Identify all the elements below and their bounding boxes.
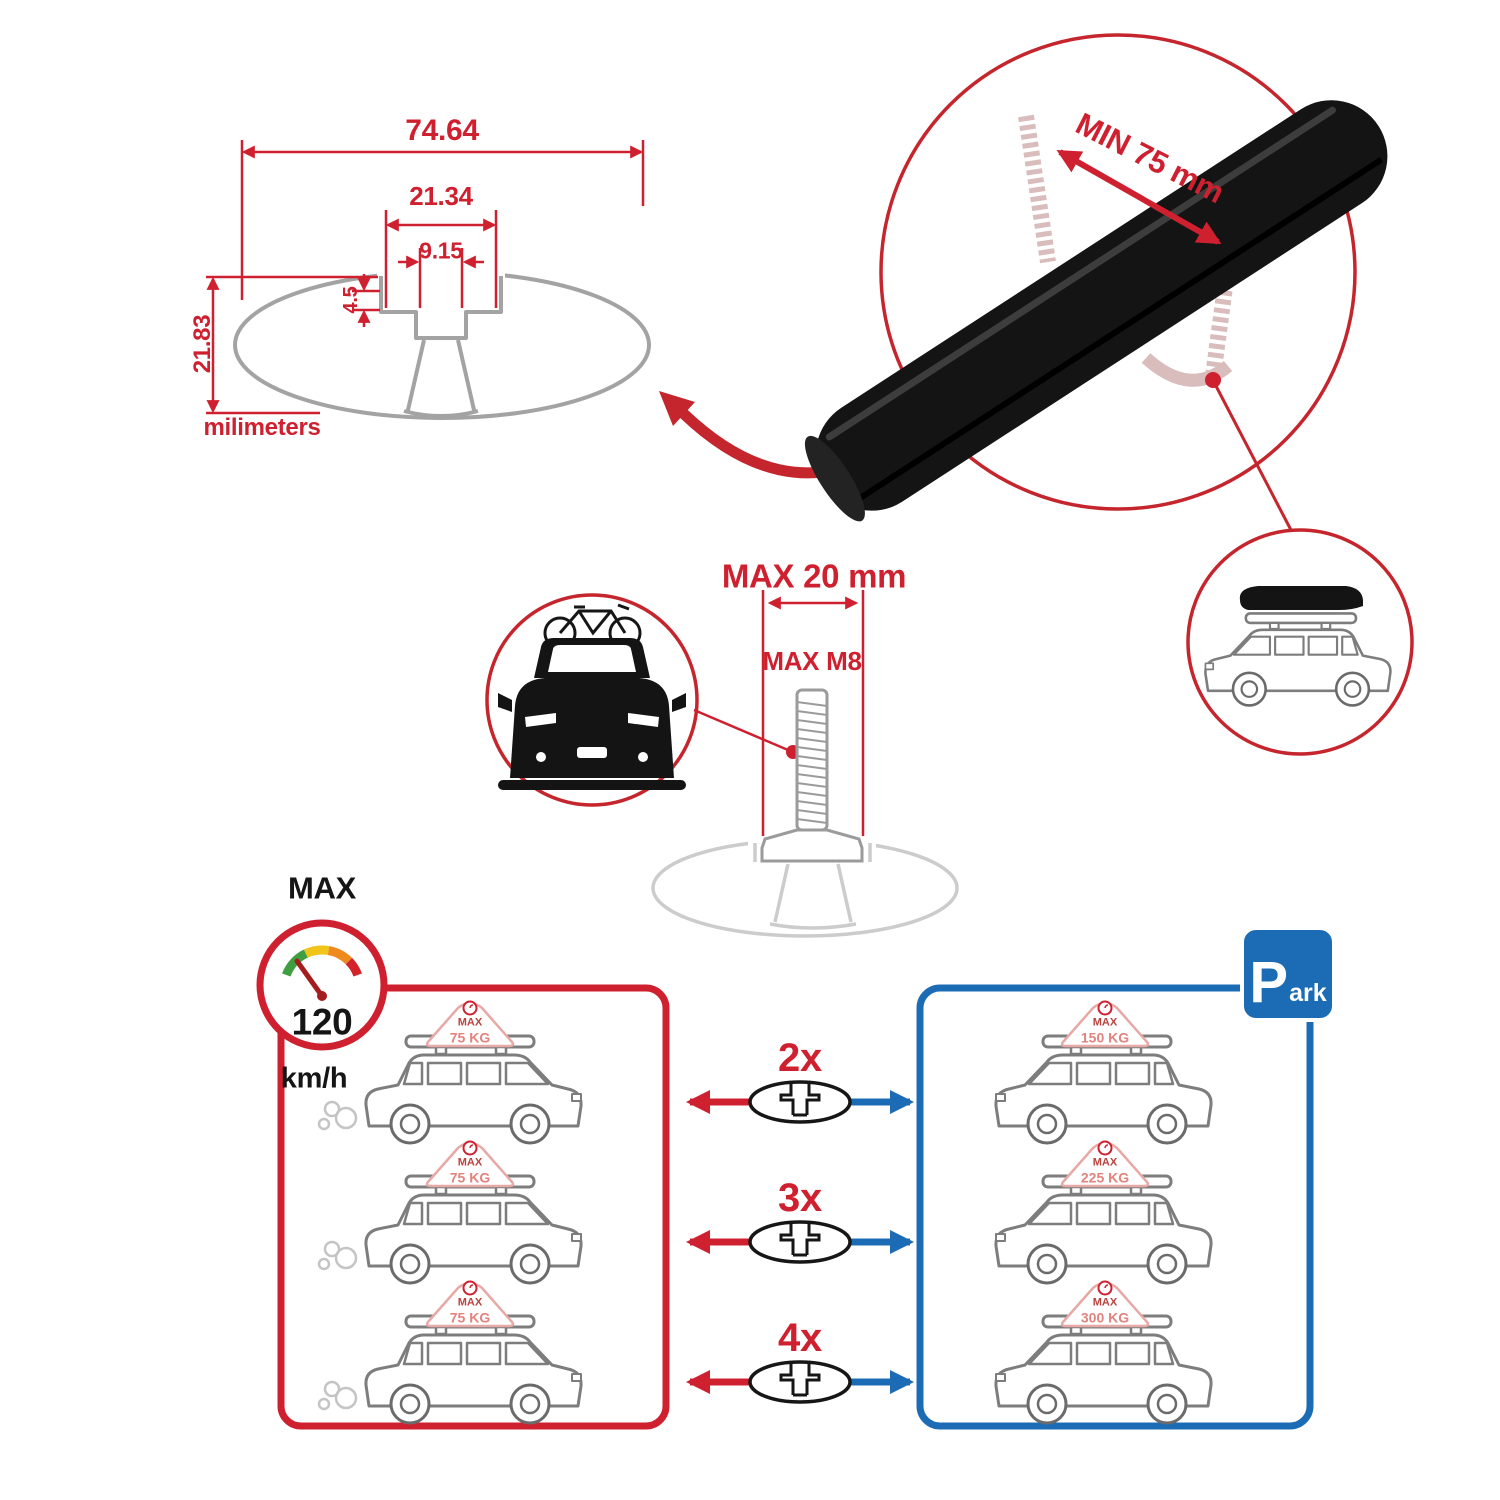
crossbar-oval-icon	[748, 1080, 852, 1124]
crossbar-oval-icon	[748, 1360, 852, 1404]
speed-value: 120	[291, 1001, 353, 1043]
cross-section-diagram	[206, 140, 651, 420]
gauge-needle	[294, 958, 325, 999]
roof-cargo-box	[1239, 586, 1363, 610]
exhaust-puffs	[317, 1100, 358, 1131]
crossbar-oval-icon	[748, 1220, 852, 1264]
car-row	[317, 1174, 583, 1285]
load-tag-drive-3: MAX 75 KG	[449, 1296, 491, 1326]
row-multiplier-3: 4x	[778, 1316, 822, 1360]
bike-car-circle	[485, 593, 800, 807]
dim-total-height: 21.83	[189, 314, 216, 374]
bolt-diagram	[651, 590, 959, 938]
dim-slot-width: 9.15	[419, 237, 463, 264]
units-label: milimeters	[203, 414, 321, 441]
car-row	[317, 1314, 583, 1425]
speed-gauge	[256, 919, 388, 1051]
max-thread-label: MAX M8	[762, 646, 862, 676]
parking-sign-letter: P	[1249, 949, 1289, 1015]
park-cars	[994, 1034, 1213, 1425]
load-tag-park-2: MAX 225 KG	[1080, 1156, 1130, 1186]
crossbar-bar-render	[804, 100, 1388, 522]
t-bolt	[760, 688, 864, 863]
bar-count-row-1	[686, 1080, 914, 1124]
bolt-leader-line	[693, 708, 789, 752]
dim-channel-width: 21.34	[409, 181, 473, 211]
ghost-clamp	[1018, 114, 1241, 387]
clamp-point-dot	[1205, 372, 1221, 388]
car-front-details	[525, 645, 659, 762]
suv-illustration	[1204, 586, 1392, 707]
bolt-dimension-lines	[761, 590, 865, 836]
exhaust-puffs	[317, 1240, 358, 1271]
exhaust-puffs	[317, 1380, 358, 1411]
car-row	[317, 1034, 583, 1145]
load-tag-park-1: MAX 150 KG	[1080, 1016, 1130, 1046]
drive-cars	[317, 1034, 583, 1425]
max-width-label: MAX 20 mm	[721, 557, 907, 595]
bar-count-row-3	[686, 1360, 914, 1404]
parking-sign-suffix: ark	[1289, 979, 1327, 1007]
crossbar-detail-circle	[804, 33, 1388, 522]
bar-count-row-2	[686, 1220, 914, 1264]
speed-units: km/h	[280, 1062, 348, 1095]
speed-max-label: MAX	[288, 870, 356, 906]
load-tag-park-3: MAX 300 KG	[1080, 1296, 1130, 1326]
dim-step-depth: 4.5	[340, 286, 362, 314]
dim-total-width: 74.64	[405, 114, 479, 147]
load-tag-drive-1: MAX 75 KG	[449, 1016, 491, 1046]
row-multiplier-1: 2x	[778, 1036, 822, 1080]
load-tag-drive-2: MAX 75 KG	[449, 1156, 491, 1186]
row-multiplier-2: 3x	[778, 1176, 822, 1220]
dimension-lines	[206, 140, 645, 415]
min-span-arrow	[1056, 149, 1222, 245]
roofbox-suv-circle	[1186, 385, 1414, 756]
